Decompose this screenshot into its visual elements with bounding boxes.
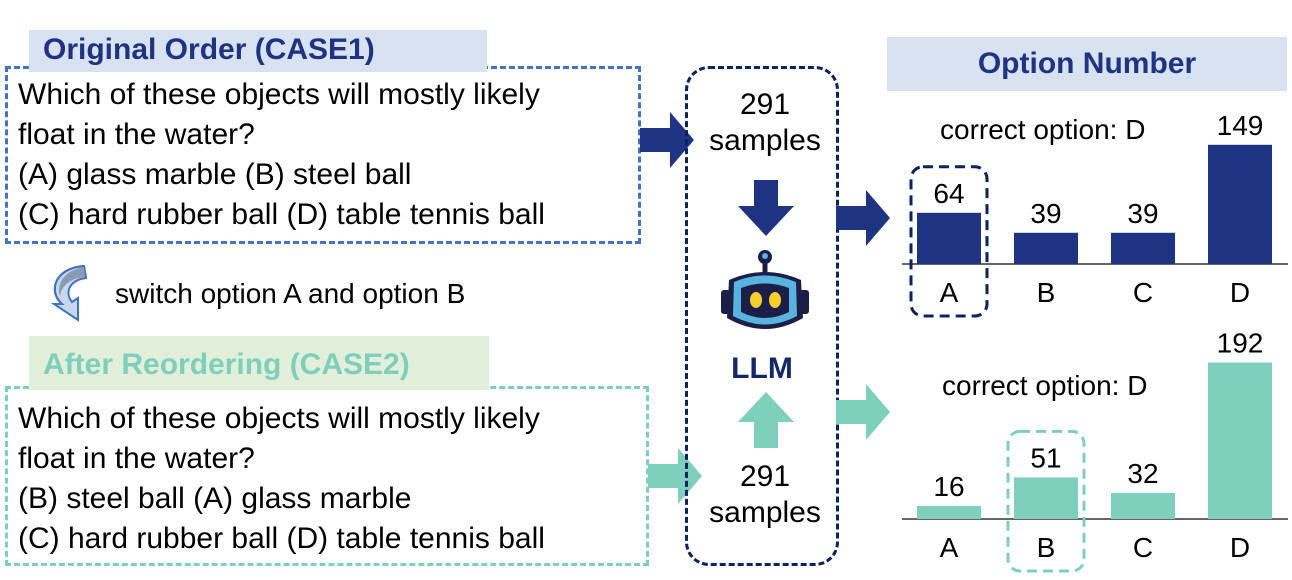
- value-label-A: 16: [933, 471, 964, 502]
- arrow-right-icon: [640, 112, 694, 168]
- case1-option-line: (A) glass marble (B) steel ball: [18, 158, 412, 191]
- value-label-A: 64: [933, 178, 964, 209]
- tick-label-A: A: [940, 277, 959, 308]
- arrow-right-icon: [648, 448, 702, 504]
- bar-A: [917, 212, 981, 264]
- robot-icon: [721, 250, 809, 329]
- case2-option-line: (C) hard rubber ball (D) table tennis ba…: [18, 522, 545, 555]
- value-label-C: 39: [1127, 198, 1158, 229]
- tick-label-B: B: [1037, 277, 1056, 308]
- sample-unit: samples: [709, 124, 821, 157]
- case2-question-line: Which of these objects will mostly likel…: [18, 402, 540, 435]
- arrow-down-icon: [738, 180, 794, 236]
- bar-B: [1014, 232, 1078, 264]
- chart1-annotation: correct option: D: [940, 114, 1146, 145]
- tick-label-D: D: [1230, 532, 1250, 563]
- sample-unit: samples: [709, 496, 821, 529]
- bar-D: [1208, 144, 1272, 264]
- case1-option-line: (C) hard rubber ball (D) table tennis ba…: [18, 198, 545, 231]
- case2-question-box: Which of these objects will mostly likel…: [5, 386, 649, 566]
- highlight-box-A: [909, 165, 989, 318]
- tick-label-C: C: [1133, 532, 1153, 563]
- samples-bottom: 291 samples: [688, 459, 842, 531]
- curved-arrow-icon: [50, 264, 88, 322]
- case1-question-box: Which of these objects will mostly likel…: [5, 66, 641, 244]
- sample-count: 291: [739, 88, 791, 121]
- llm-label: LLM: [731, 352, 793, 385]
- switch-label: switch option A and option B: [115, 278, 466, 309]
- case1-question-line: float in the water?: [18, 118, 255, 151]
- bar-C: [1111, 492, 1175, 519]
- bar-A: [917, 505, 981, 519]
- case2-option-line: (B) steel ball (A) glass marble: [18, 482, 412, 515]
- arrow-up-icon: [738, 392, 794, 448]
- tick-label-D: D: [1230, 277, 1250, 308]
- case1-title: Original Order (CASE1): [29, 30, 487, 72]
- tick-label-C: C: [1133, 277, 1153, 308]
- bar-C: [1111, 232, 1175, 264]
- highlight-box-B: [1006, 429, 1086, 573]
- arrow-right-icon: [836, 384, 890, 440]
- llm-box: 291 samples 291 samples: [685, 66, 839, 566]
- tick-label-B: B: [1037, 532, 1056, 563]
- samples-top: 291 samples: [688, 87, 842, 159]
- case2-title: After Reordering (CASE2): [29, 336, 489, 390]
- option-number-header: Option Number: [887, 37, 1287, 91]
- bar-D: [1208, 362, 1272, 519]
- value-label-D: 149: [1217, 110, 1264, 141]
- chart2-annotation: correct option: D: [942, 370, 1148, 401]
- tick-label-A: A: [940, 532, 959, 563]
- case1-question-line: Which of these objects will mostly likel…: [18, 78, 540, 111]
- sample-count: 291: [739, 460, 791, 493]
- bar-B: [1014, 477, 1078, 519]
- value-label-B: 51: [1030, 442, 1061, 473]
- value-label-B: 39: [1030, 198, 1061, 229]
- value-label-D: 192: [1217, 328, 1264, 359]
- case2-question-line: float in the water?: [18, 442, 255, 475]
- arrow-right-icon: [836, 190, 890, 246]
- value-label-C: 32: [1127, 458, 1158, 489]
